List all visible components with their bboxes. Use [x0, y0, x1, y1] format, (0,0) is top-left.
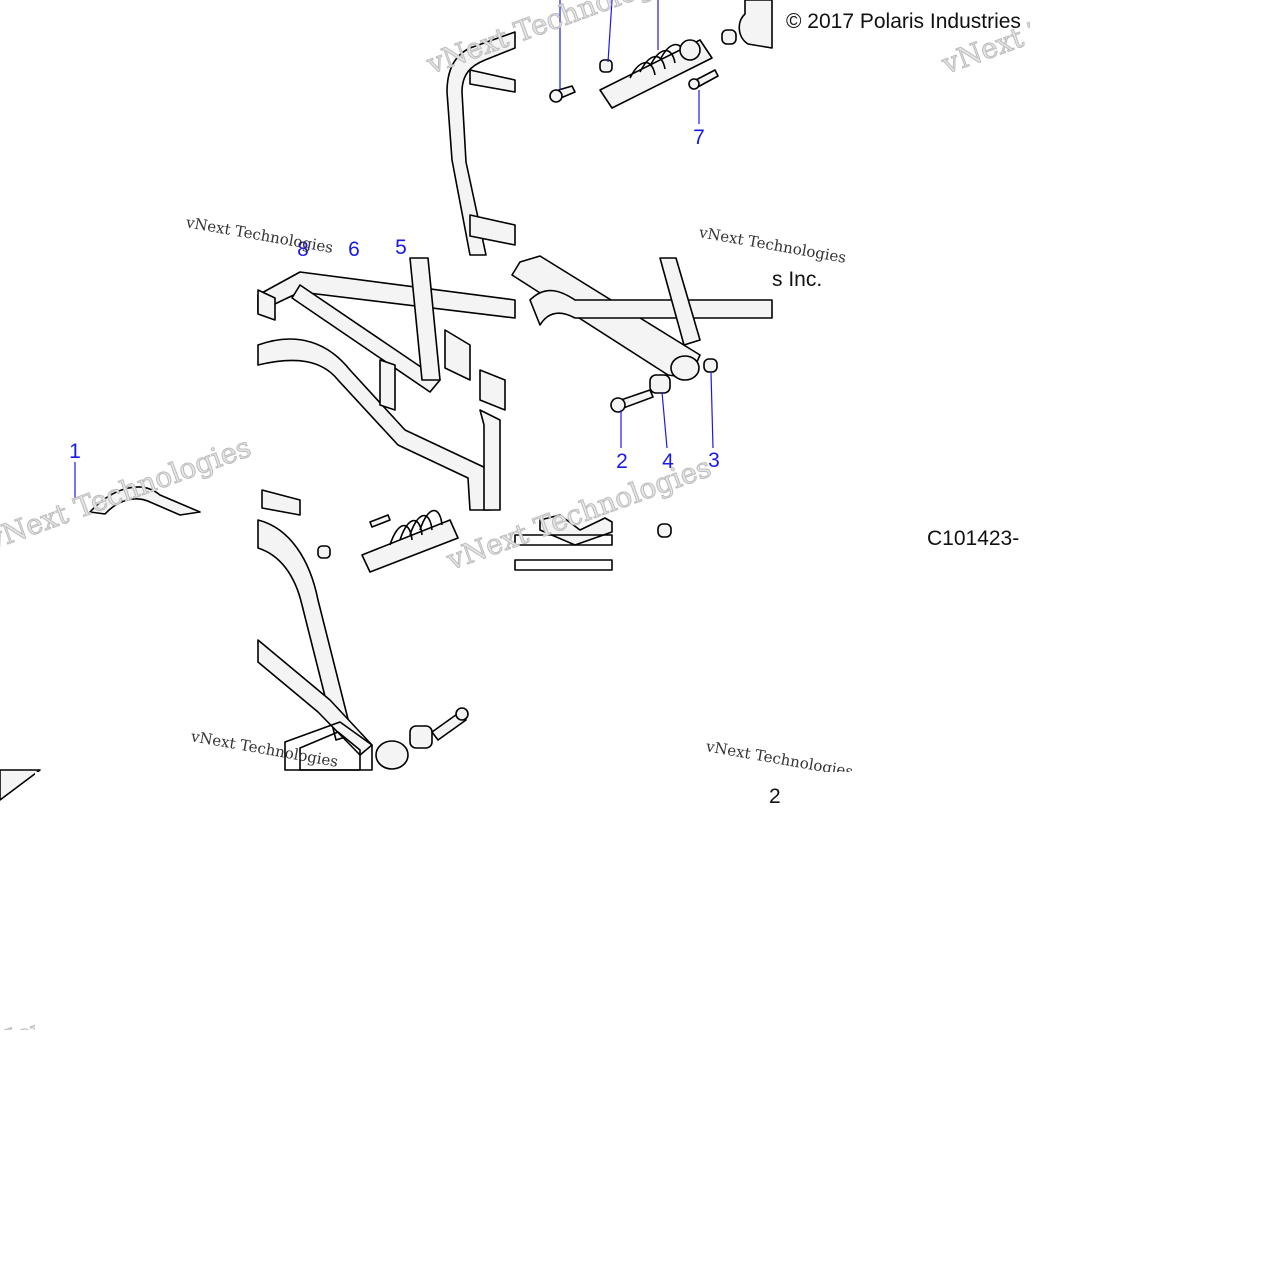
frame-foot-left [261, 489, 301, 516]
tile-gap-bottom [0, 1030, 1285, 1285]
frame-bracket-left [257, 289, 276, 321]
pin-lower [369, 514, 391, 528]
tile-gap-left-low [35, 772, 513, 1030]
rack-lower-left [0, 769, 41, 801]
drawing-id: C101423- [927, 527, 1020, 550]
callout-3: 3 [708, 449, 720, 472]
copyright-text-fragment: s Inc. [772, 268, 823, 291]
rail-lower-2 [514, 559, 613, 571]
frame-vertical-right [409, 257, 441, 381]
bracket-lower [539, 514, 613, 546]
copyright-text: © 2017 Polaris Industries [786, 10, 1021, 33]
battery-holder-inner [299, 731, 361, 771]
nut-upper [599, 59, 613, 73]
bushing-4 [649, 374, 671, 394]
rack-bracket-upper [469, 214, 516, 246]
nut-lower-right [657, 523, 672, 538]
frame-upright-lower [257, 519, 353, 741]
shock-absorber-lower [361, 519, 459, 573]
frame-upright-right [659, 257, 701, 346]
callout-7: 7 [693, 126, 705, 149]
bushing-lower [409, 725, 433, 749]
rack-crossbar-upper [469, 69, 516, 93]
callout-2: 2 [616, 450, 628, 473]
swing-arm-end-lower [375, 740, 409, 770]
bolt-head-upper [549, 89, 563, 103]
leader-4 [661, 391, 668, 449]
battery-holder [284, 721, 373, 771]
swing-arm-pivot [670, 355, 700, 381]
bracket-plate-upper [738, 0, 773, 49]
tile-gap-right-low [548, 772, 768, 1030]
frame-rail-mid [291, 284, 441, 393]
callout-6: 6 [348, 238, 360, 261]
callout-1: 1 [69, 440, 81, 463]
frame-tube-lower [479, 409, 501, 511]
callout-4: 4 [662, 450, 674, 473]
frame-rear-loop [529, 289, 773, 326]
bushing-upper-right [721, 29, 737, 45]
nut-3 [703, 358, 718, 373]
rack-rail-upper [446, 31, 516, 256]
nut-lower [317, 545, 331, 559]
callout-5: 5 [395, 236, 407, 259]
rail-lower [514, 534, 613, 546]
tile-gap-mid-right [805, 772, 1030, 1030]
leader-3 [710, 371, 714, 449]
frame-beam-diag [257, 338, 491, 511]
shock-eye-upper [679, 39, 701, 61]
frame-bracket-right-2 [479, 369, 506, 411]
leader-top-b [607, 0, 613, 63]
frame-bracket-right [444, 329, 471, 381]
drawing-id-tail: 2 [769, 785, 781, 808]
bolt-2-head [610, 397, 626, 413]
frame-plate [379, 359, 396, 411]
rack-corner-left [89, 486, 201, 516]
callout-8: 8 [297, 238, 309, 261]
